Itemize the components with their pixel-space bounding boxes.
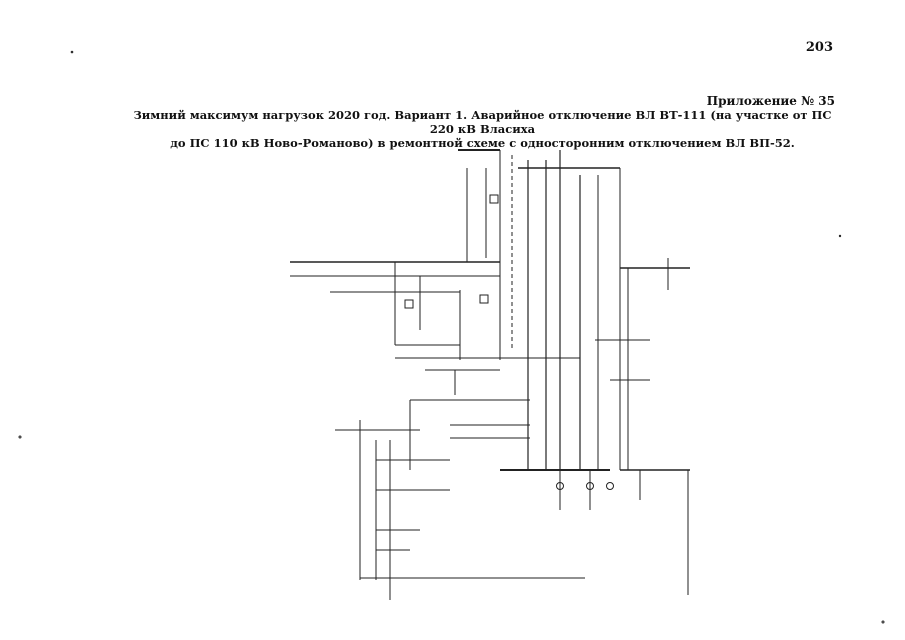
- transformer-box-b: [479, 294, 489, 304]
- scan-speck: [18, 435, 22, 439]
- scan-speck: [881, 620, 885, 624]
- transformer-box-a: [404, 299, 414, 309]
- scan-speck: [838, 234, 842, 238]
- scan-speck: [70, 50, 74, 54]
- transformer-box-c: [489, 194, 499, 204]
- transformer-1: [556, 482, 564, 490]
- page-number: 203: [805, 40, 833, 55]
- document-title: Зимний максимум нагрузок 2020 год. Вариа…: [130, 108, 835, 150]
- transformer-2: [586, 482, 594, 490]
- appendix-label: Приложение № 35: [706, 94, 835, 108]
- title-line-2: до ПС 110 кВ Ново-Романово) в ремонтной …: [170, 136, 795, 150]
- transformer-3: [606, 482, 614, 490]
- title-line-1: Зимний максимум нагрузок 2020 год. Вариа…: [133, 108, 832, 136]
